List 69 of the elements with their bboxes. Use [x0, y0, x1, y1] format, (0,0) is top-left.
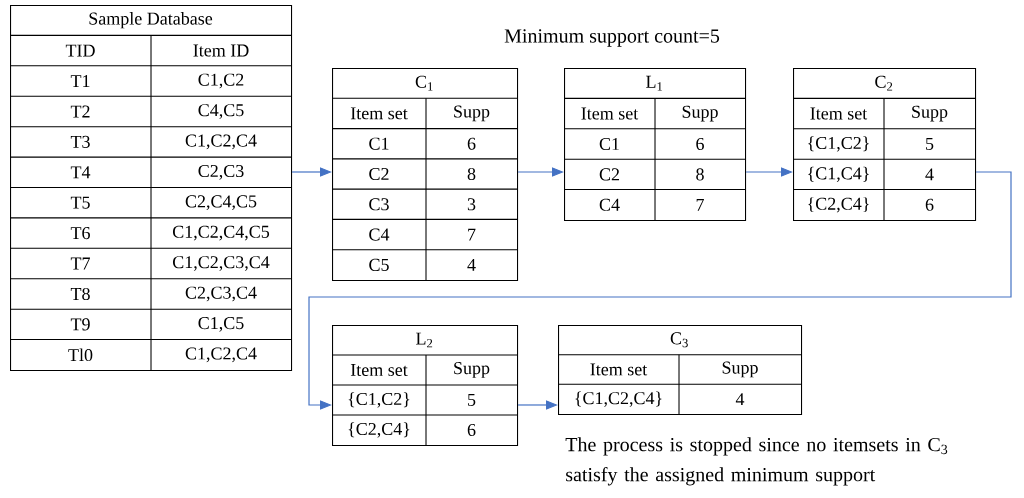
- table-cell: 6: [467, 423, 476, 437]
- table-cell: C3: [369, 198, 389, 211]
- table-cell: 4: [925, 168, 934, 181]
- table-cell: C1: [599, 137, 619, 151]
- heading-note: Minimum support count=5: [504, 29, 720, 47]
- table-cell: C2: [599, 168, 619, 181]
- arrow: [308, 171, 1012, 410]
- table-cell: 7: [468, 228, 476, 241]
- column-header: TID: [65, 44, 95, 57]
- table-cell: C1: [369, 137, 389, 150]
- table-cell: C4: [369, 228, 390, 241]
- table-cell: T1: [70, 75, 90, 87]
- table-cell: C2: [369, 167, 389, 181]
- table-cell: {C1,C4}: [808, 166, 869, 182]
- table-title: C$_{1}$: [415, 75, 433, 91]
- table-cell: C2,C3: [198, 164, 244, 180]
- table-title: L$_{1}$: [646, 75, 663, 91]
- column-header: Item ID: [193, 44, 249, 57]
- table-cell: 8: [696, 168, 704, 181]
- table-title: C$_{3}$: [670, 332, 688, 348]
- table-cell: {C1,C2}: [808, 136, 869, 152]
- table-cell: 4: [467, 258, 476, 271]
- table-title: C$_{2}$: [875, 75, 893, 91]
- column-header: Supp: [454, 362, 490, 378]
- table-cell: C1,C2,C4: [185, 347, 257, 363]
- table-cell: T6: [70, 227, 90, 240]
- table-cell: 6: [696, 137, 704, 151]
- table-cell: C1,C2,C4,C5: [173, 225, 270, 241]
- column-header: Supp: [912, 105, 948, 122]
- note: The process is stopped since no itemsets in C$_{3}$ satisfy the assigned minimum support: [565, 437, 948, 486]
- table-cell: 4: [735, 393, 745, 406]
- table-cell: T8: [70, 287, 90, 301]
- column-header: Item set: [581, 107, 639, 120]
- table-title: L$_{2}$: [416, 332, 433, 348]
- column-header: Item set: [590, 363, 648, 376]
- table-cell: C1,C2: [198, 73, 244, 89]
- table-cell: C2,C3,C4: [185, 286, 257, 302]
- table-cell: T3: [70, 135, 90, 148]
- table-cell: {C1,C2}: [348, 392, 410, 408]
- table-cell: T9: [70, 318, 90, 331]
- table-cell: 7: [696, 198, 704, 211]
- column-header: Supp: [454, 105, 490, 122]
- table-cell: C4: [599, 198, 620, 211]
- column-header: Item set: [350, 107, 408, 120]
- column-header: Supp: [722, 361, 758, 378]
- table-cell: 6: [925, 198, 934, 211]
- table-cell: {C2,C4}: [808, 197, 869, 213]
- column-header: Item set: [810, 107, 868, 120]
- table-cell: T7: [70, 257, 90, 270]
- table-cell: C2,C4,C5: [185, 195, 257, 211]
- table-cell: C4,C5: [198, 104, 244, 119]
- table-cell: C1,C5: [198, 317, 244, 332]
- table-cell: C5: [369, 258, 389, 271]
- table-cell: 6: [467, 137, 476, 150]
- table-cell: T5: [70, 196, 90, 209]
- column-header: Supp: [682, 105, 718, 122]
- table-cell: C1,C2,C4: [185, 134, 257, 150]
- column-header: Item set: [350, 364, 408, 376]
- table-cell: Tl0: [68, 348, 93, 362]
- table-cell: 8: [467, 167, 476, 181]
- table-cell: C1,C2,C3,C4: [173, 256, 270, 271]
- table-title: Sample Database: [89, 12, 213, 29]
- table-cell: T2: [70, 105, 90, 118]
- table-cell: 3: [467, 198, 476, 211]
- table-cell: 5: [468, 394, 476, 406]
- table-cell: {C2,C4}: [348, 422, 410, 438]
- table-cell: 5: [926, 138, 934, 150]
- table-cell: T4: [70, 166, 91, 179]
- table-cell: {C1,C2,C4}: [575, 391, 662, 407]
